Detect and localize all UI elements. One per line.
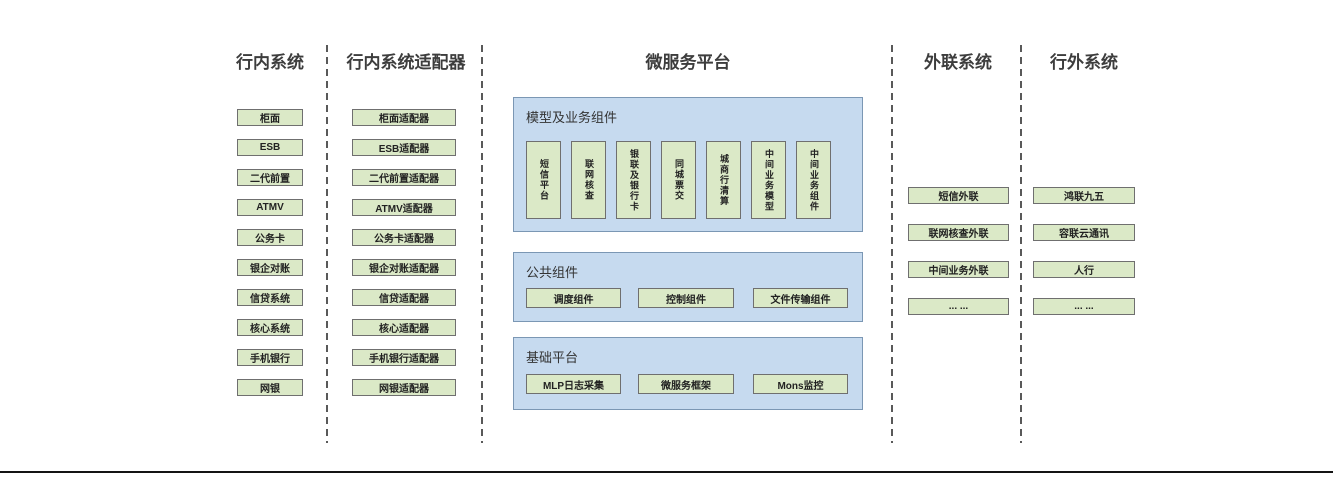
adapter-box-atmv: ATMV适配器 xyxy=(352,199,456,216)
bottom-rule xyxy=(0,471,1333,473)
outside-box-ronglian-cloud: 容联云通讯 xyxy=(1033,224,1135,241)
component-box-network-check: 联网核查 xyxy=(571,141,606,219)
outside-box-honglian95: 鸿联九五 xyxy=(1033,187,1135,204)
adapter-box-shoujiyinhang: 手机银行适配器 xyxy=(352,349,456,366)
outside-box-pboc: 人行 xyxy=(1033,261,1135,278)
outside-bank-column: 鸿联九五 容联云通讯 人行 ... ... xyxy=(1033,187,1135,335)
group-common-components: 公共组件 调度组件 控制组件 文件传输组件 xyxy=(513,252,863,322)
outside-box-ellipsis: ... ... xyxy=(1033,298,1135,315)
adapter-box-gongwuka: 公务卡适配器 xyxy=(352,229,456,246)
column-header-internal-adapters: 行内系统适配器 xyxy=(346,53,466,72)
dashed-divider-3 xyxy=(891,45,893,443)
component-box-microservice-framework: 微服务框架 xyxy=(638,374,734,394)
column-header-outside-bank-systems: 行外系统 xyxy=(1050,53,1118,72)
external-box-network-check-link: 联网核查外联 xyxy=(908,224,1009,241)
adapter-box-guimian: 柜面适配器 xyxy=(352,109,456,126)
component-box-file-transfer: 文件传输组件 xyxy=(753,288,848,308)
system-box-gongwuka: 公务卡 xyxy=(237,229,303,246)
adapter-box-yinqiduizhang: 银企对账适配器 xyxy=(352,259,456,276)
adapter-box-erdaiqianzhi: 二代前置适配器 xyxy=(352,169,456,186)
system-box-hexin: 核心系统 xyxy=(237,319,303,336)
component-box-city-bank-clearing: 城商行清算 xyxy=(706,141,741,219)
component-box-unionpay-bankcard: 银联及银行卡 xyxy=(616,141,651,219)
system-box-erdaiqianzhi: 二代前置 xyxy=(237,169,303,186)
component-box-mons-monitoring: Mons监控 xyxy=(753,374,848,394)
system-box-atmv: ATMV xyxy=(237,199,303,216)
column-header-microservice-platform: 微服务平台 xyxy=(645,53,731,72)
system-box-esb: ESB xyxy=(237,139,303,156)
group-base-platform: 基础平台 MLP日志采集 微服务框架 Mons监控 xyxy=(513,337,863,410)
group-model-business-components: 模型及业务组件 短信平台 联网核查 银联及银行卡 同城票交 城商行清算 中间业务… xyxy=(513,97,863,232)
adapter-box-xindai: 信贷适配器 xyxy=(352,289,456,306)
system-box-guimian: 柜面 xyxy=(237,109,303,126)
external-box-sms-link: 短信外联 xyxy=(908,187,1009,204)
adapter-box-esb: ESB适配器 xyxy=(352,139,456,156)
dashed-divider-4 xyxy=(1020,45,1022,443)
adapter-box-hexin: 核心适配器 xyxy=(352,319,456,336)
external-box-intermediate-business-link: 中间业务外联 xyxy=(908,261,1009,278)
component-box-intermediate-business-model: 中间业务模型 xyxy=(751,141,786,219)
component-box-city-exchange: 同城票交 xyxy=(661,141,696,219)
group-title: 公共组件 xyxy=(526,265,579,280)
dashed-divider-2 xyxy=(481,45,483,443)
group-title: 模型及业务组件 xyxy=(526,110,618,125)
component-box-sms-platform: 短信平台 xyxy=(526,141,561,219)
column-header-internal-systems: 行内系统 xyxy=(236,53,304,72)
component-box-mlp-log-collection: MLP日志采集 xyxy=(526,374,621,394)
column-header-external-link-systems: 外联系统 xyxy=(924,53,992,72)
internal-systems-column: 柜面 ESB 二代前置 ATMV 公务卡 银企对账 信贷系统 核心系统 手机银行… xyxy=(237,109,303,409)
component-box-scheduling: 调度组件 xyxy=(526,288,621,308)
external-link-column: 短信外联 联网核查外联 中间业务外联 ... ... xyxy=(908,187,1009,335)
system-box-yinqiduizhang: 银企对账 xyxy=(237,259,303,276)
adapter-box-wangyin: 网银适配器 xyxy=(352,379,456,396)
component-box-intermediate-business-component: 中间业务组件 xyxy=(796,141,831,219)
group-title: 基础平台 xyxy=(526,350,579,365)
system-box-wangyin: 网银 xyxy=(237,379,303,396)
system-box-xindai: 信贷系统 xyxy=(237,289,303,306)
system-box-shoujiyinhang: 手机银行 xyxy=(237,349,303,366)
external-box-ellipsis: ... ... xyxy=(908,298,1009,315)
component-box-control: 控制组件 xyxy=(638,288,734,308)
vertical-components-row: 短信平台 联网核查 银联及银行卡 同城票交 城商行清算 中间业务模型 中间业务组… xyxy=(526,141,831,219)
dashed-divider-1 xyxy=(326,45,328,443)
internal-adapters-column: 柜面适配器 ESB适配器 二代前置适配器 ATMV适配器 公务卡适配器 银企对账… xyxy=(352,109,456,409)
